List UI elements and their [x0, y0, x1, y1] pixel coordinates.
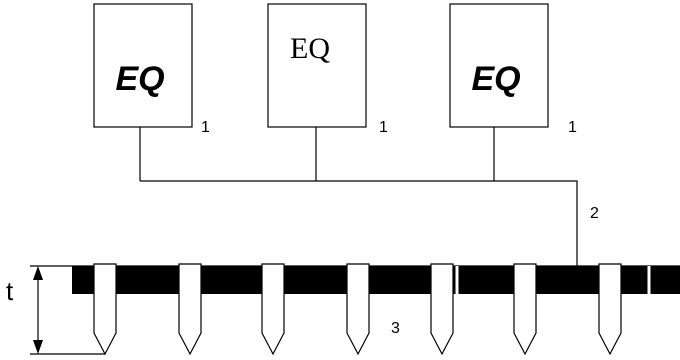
wiring: 2 — [139, 127, 599, 266]
equipment-3: EQ 1 — [449, 3, 577, 136]
dimension-arrow-bottom — [33, 340, 43, 354]
electrode-assembly: 3 — [30, 263, 680, 356]
rod-2 — [178, 263, 202, 356]
equipment-number-3: 1 — [568, 119, 577, 136]
thickness-label: t — [6, 276, 14, 306]
equipment-2: EQ 1 — [267, 3, 388, 136]
equipment-number-2: 1 — [379, 119, 388, 136]
equipment-label-2: EQ — [290, 32, 330, 65]
rod-5 — [430, 263, 454, 356]
rod-1 — [93, 263, 117, 356]
thickness-dimension: t — [6, 266, 105, 355]
equipment-box-1 — [93, 3, 193, 128]
dimension-arrow-top — [33, 266, 43, 280]
equipment-number-1: 1 — [201, 119, 210, 136]
base-bar — [72, 266, 680, 294]
common-cable — [140, 180, 578, 266]
equipment-box-3 — [449, 3, 549, 128]
base-number: 3 — [391, 320, 400, 337]
rod-4 — [346, 263, 370, 356]
equipment-label-3: EQ — [471, 60, 520, 98]
rod-7 — [598, 263, 622, 356]
equipment-1: EQ 1 — [93, 3, 210, 136]
rod-3 — [261, 263, 285, 356]
equipment-box-2 — [267, 3, 367, 128]
cable-number: 2 — [590, 205, 599, 222]
rod-6 — [513, 263, 537, 356]
equipment-label-1: EQ — [115, 60, 164, 98]
